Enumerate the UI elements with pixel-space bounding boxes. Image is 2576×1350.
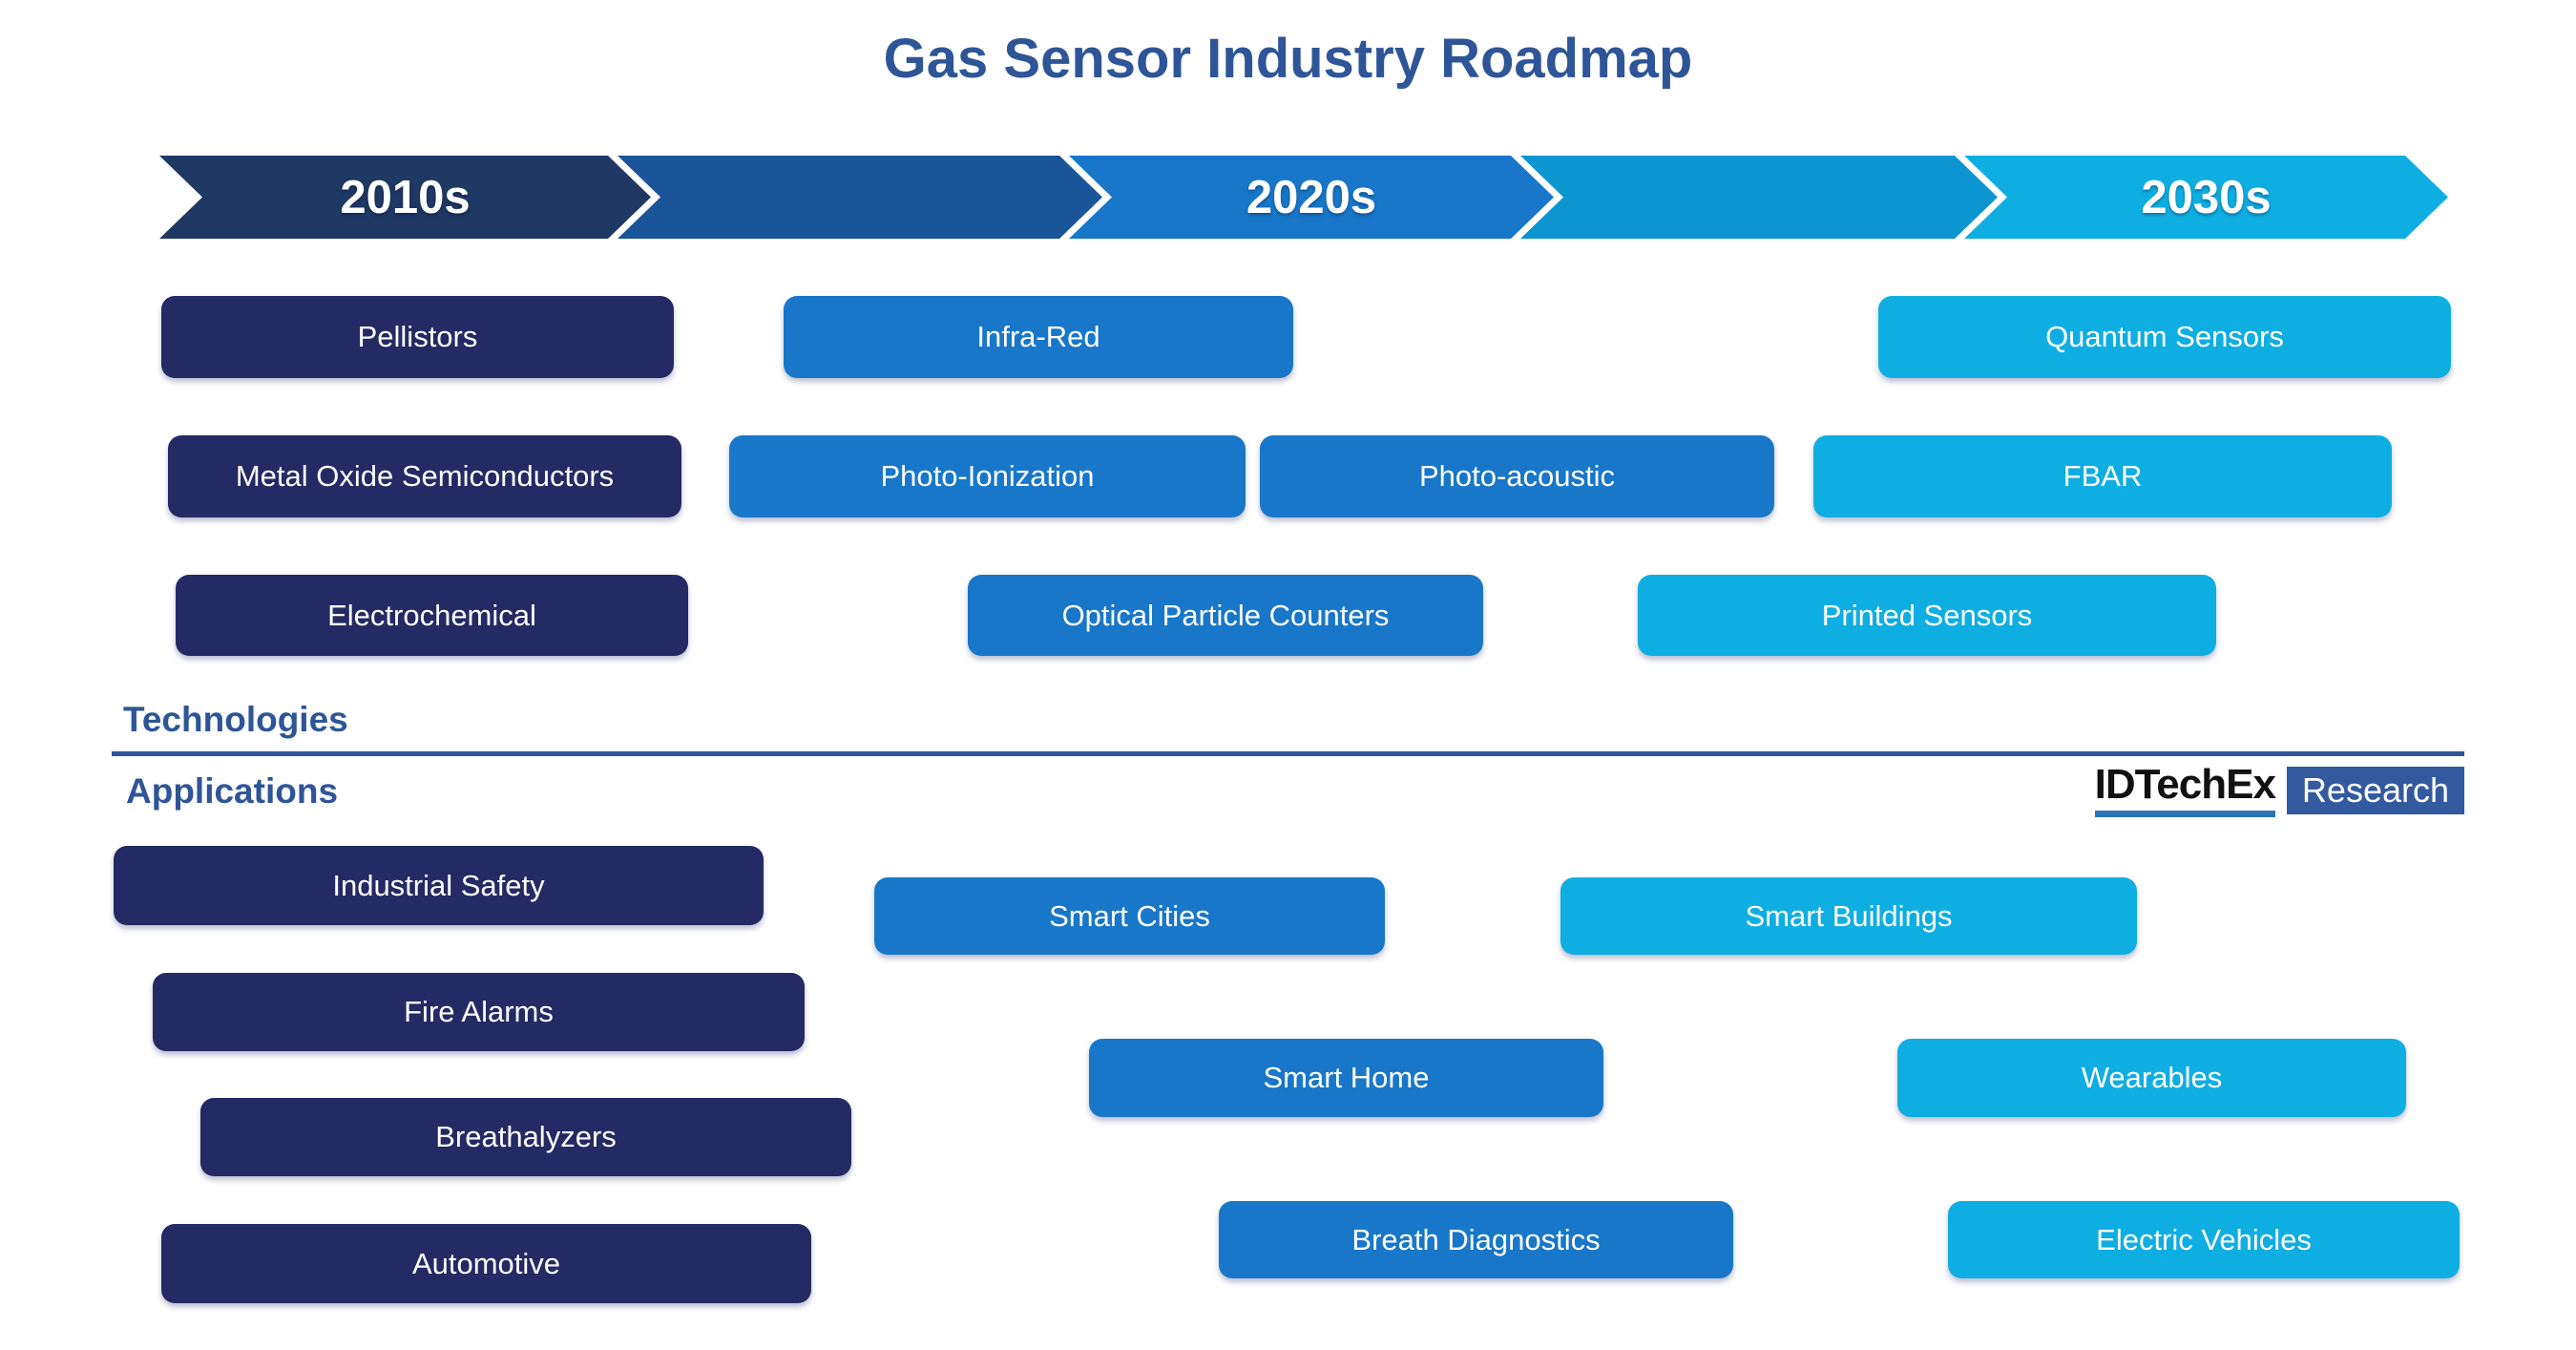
page-title: Gas Sensor Industry Roadmap [883,28,1693,90]
section-label-applications: Applications [126,771,339,811]
app-box-breath-diagnostics: Breath Diagnostics [1219,1201,1733,1278]
section-divider [112,751,2464,756]
timeline-label-2030s: 2030s [2141,171,2272,223]
app-box-automotive: Automotive [161,1224,811,1303]
timeline-segment-2030s: 2030s [1964,156,2448,239]
timeline-segment-2020s: 2020s [1069,156,1554,239]
idtechex-research-badge: Research [2286,767,2464,814]
app-box-industrial-safety: Industrial Safety [114,846,764,925]
app-box-breathalyzers: Breathalyzers [200,1098,851,1176]
tech-box-infra-red: Infra-Red [784,296,1293,378]
app-box-wearables: Wearables [1897,1039,2406,1117]
tech-box-optical-particle-counters: Optical Particle Counters [968,575,1483,656]
section-label-technologies: Technologies [123,700,348,739]
app-box-fire-alarms: Fire Alarms [153,973,805,1051]
timeline-segment-transition-1 [618,156,1102,239]
tech-box-electrochemical: Electrochemical [176,575,688,656]
timeline-label-2010s: 2010s [340,171,471,223]
tech-box-photo-ionization: Photo-Ionization [729,435,1246,517]
tech-box-fbar: FBAR [1813,435,2392,517]
app-box-smart-buildings: Smart Buildings [1560,877,2137,955]
timeline-segment-transition-2 [1520,156,1998,239]
tech-box-photo-acoustic: Photo-acoustic [1260,435,1774,517]
app-box-smart-cities: Smart Cities [874,877,1385,955]
tech-box-quantum-sensors: Quantum Sensors [1878,296,2451,378]
timeline-label-2020s: 2020s [1246,171,1377,223]
timeline-segment-2010s: 2010s [159,156,651,239]
app-box-electric-vehicles: Electric Vehicles [1948,1201,2460,1278]
tech-box-pellistors: Pellistors [161,296,674,378]
app-box-smart-home: Smart Home [1089,1039,1603,1117]
tech-box-printed-sensors: Printed Sensors [1638,575,2216,656]
idtechex-brand: IDTechEx [2094,764,2276,817]
tech-box-metal-oxide-semiconductors: Metal Oxide Semiconductors [168,435,681,517]
timeline-banner: 2010s 2020s 2030s [159,156,2448,239]
idtechex-logo: IDTechEx Research [2094,764,2464,817]
